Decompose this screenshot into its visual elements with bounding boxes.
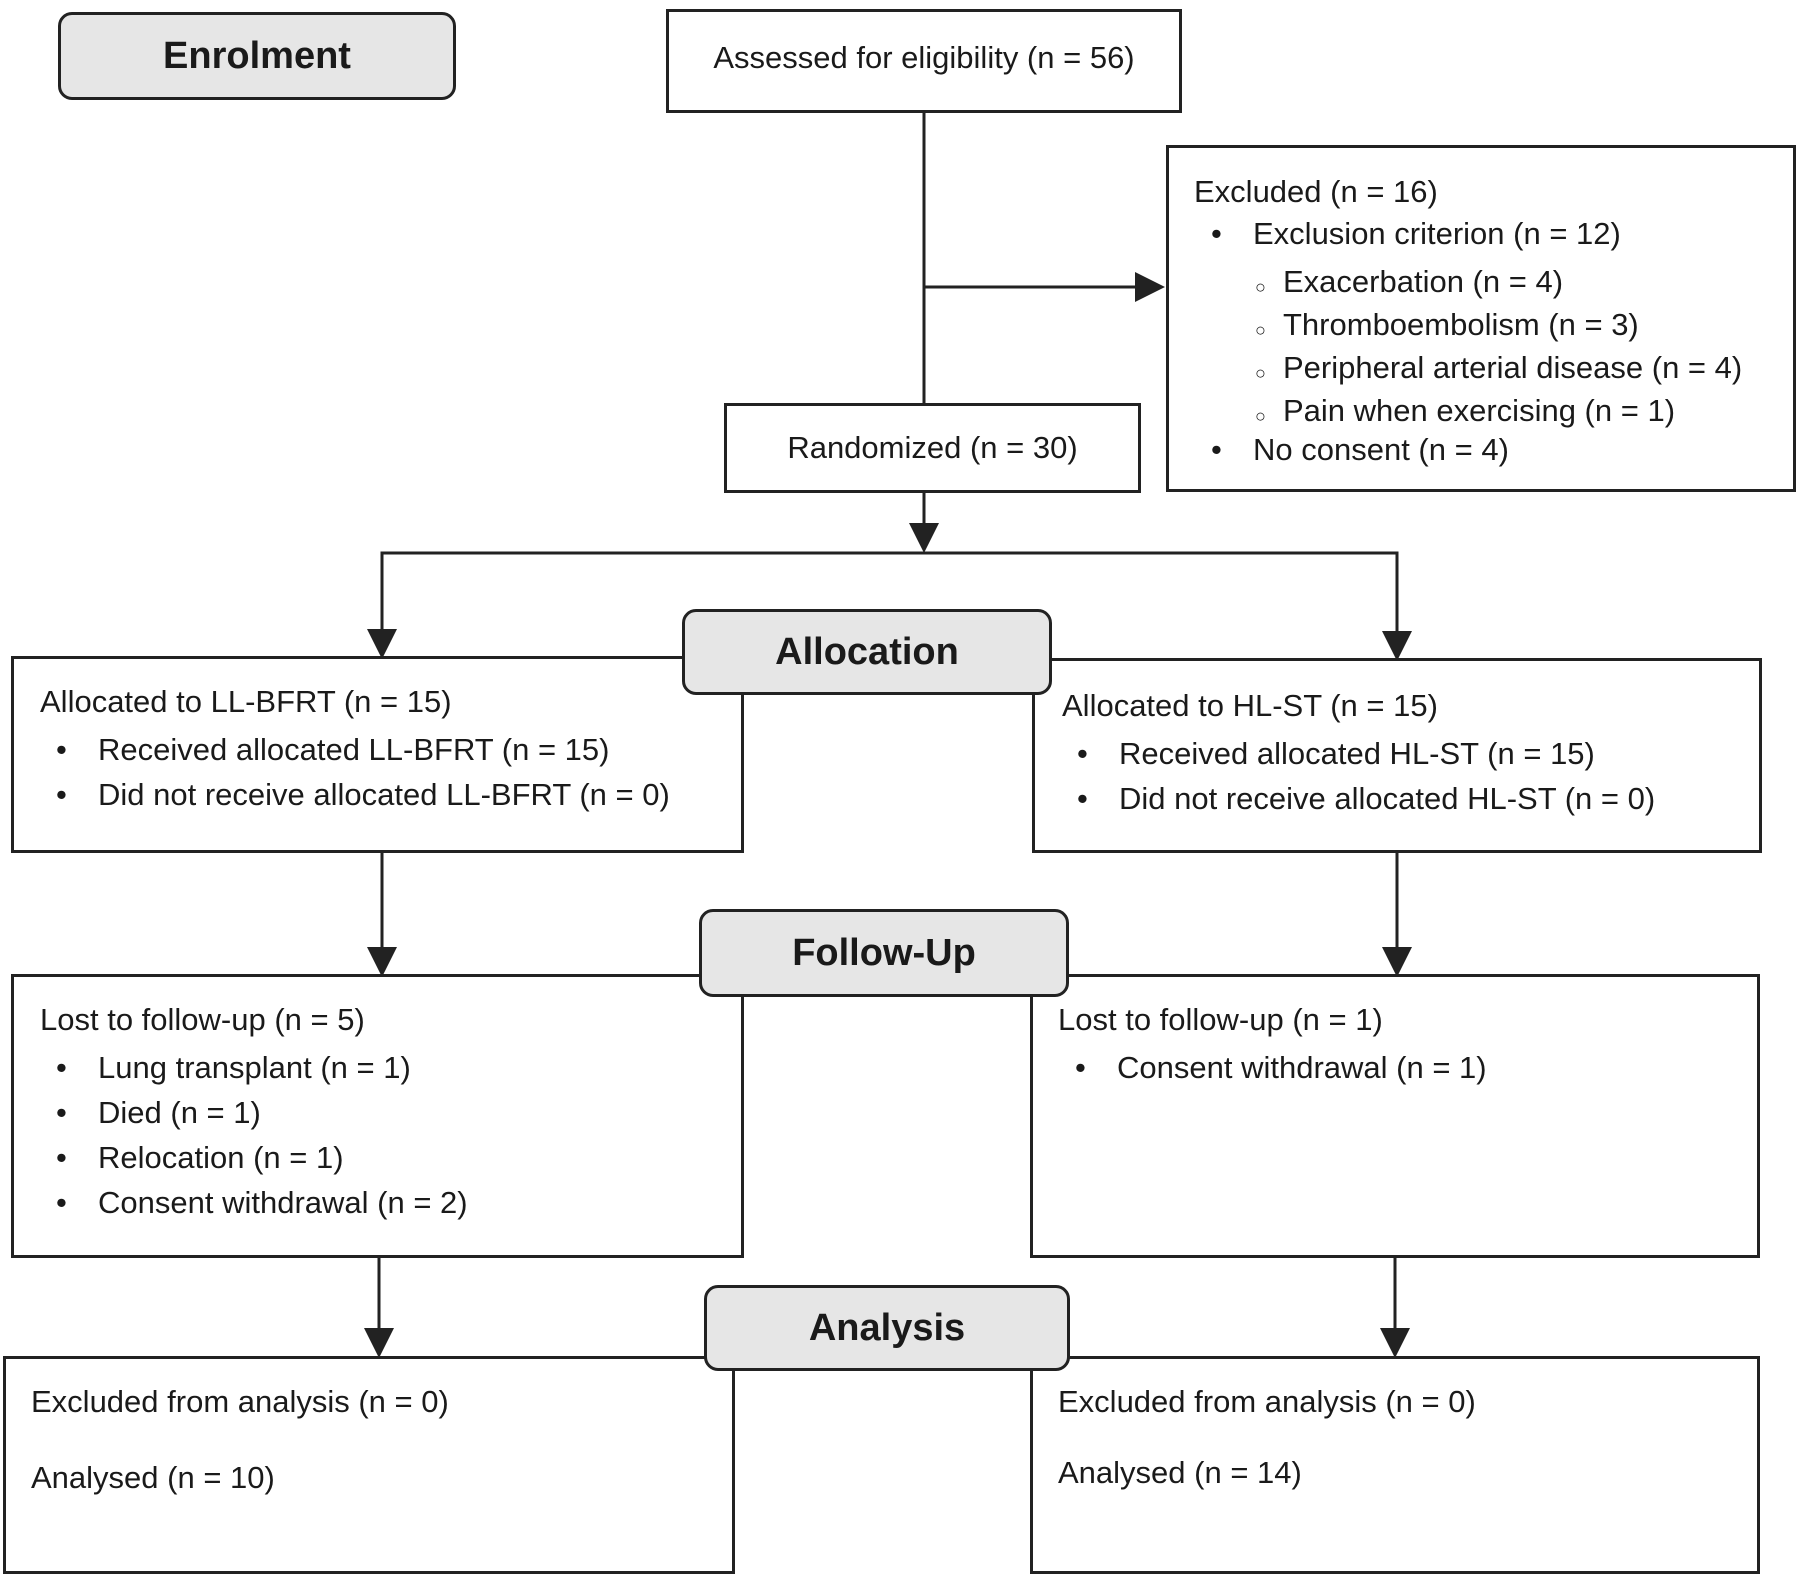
right-lost-title: Lost to follow-up (n = 1) [1058,1002,1383,1037]
left-allocated-list: Received allocated LL-BFRT (n = 15) Did … [56,727,670,817]
right-lost-list: Consent withdrawal (n = 1) [1075,1045,1487,1090]
right-allocated-title: Allocated to HL-ST (n = 15) [1062,688,1438,723]
no-consent: No consent (n = 4) [1253,432,1509,467]
left-relocation: Relocation (n = 1) [98,1140,344,1175]
left-allocation-box: Allocated to LL-BFRT (n = 15) Received a… [11,656,744,853]
stage-analysis: Analysis [704,1285,1070,1371]
right-received: Received allocated HL-ST (n = 15) [1119,736,1595,771]
left-consent-withdrawal: Consent withdrawal (n = 2) [98,1185,468,1220]
right-analysis-box: Excluded from analysis (n = 0) Analysed … [1030,1356,1760,1574]
left-analysed: Analysed (n = 10) [31,1460,275,1495]
stage-enrolment: Enrolment [58,12,456,100]
no-consent-list: No consent (n = 4) [1211,432,1509,468]
left-excluded-analysis: Excluded from analysis (n = 0) [31,1384,449,1419]
left-received: Received allocated LL-BFRT (n = 15) [98,732,610,767]
reason-pain: Pain when exercising (n = 1) [1283,393,1676,428]
line-split-horizontal [380,551,1399,591]
list-item: No consent (n = 4) [1211,432,1509,468]
right-analysed: Analysed (n = 14) [1058,1455,1302,1490]
reason-exacerbation: Exacerbation (n = 4) [1283,264,1564,299]
left-died: Died (n = 1) [98,1095,261,1130]
list-item: Exacerbation (n = 4) [1255,260,1742,309]
left-allocated-title: Allocated to LL-BFRT (n = 15) [40,684,452,719]
list-item: Consent withdrawal (n = 1) [1075,1045,1487,1090]
left-followup-box: Lost to follow-up (n = 5) Lung transplan… [11,974,744,1258]
right-excluded-analysis: Excluded from analysis (n = 0) [1058,1384,1476,1419]
stage-follow-up: Follow-Up [699,909,1069,997]
assessed-text: Assessed for eligibility (n = 56) [713,40,1135,75]
exclusion-criterion: Exclusion criterion (n = 12) [1253,216,1621,251]
list-item: Pain when exercising (n = 1) [1255,389,1742,438]
list-item: Received allocated LL-BFRT (n = 15) [56,727,670,772]
randomized-text: Randomized (n = 30) [787,430,1078,465]
reason-pad: Peripheral arterial disease (n = 4) [1283,350,1743,385]
right-consent-withdrawal: Consent withdrawal (n = 1) [1117,1050,1487,1085]
right-followup-box: Lost to follow-up (n = 1) Consent withdr… [1030,974,1760,1258]
list-item: Did not receive allocated HL-ST (n = 0) [1077,776,1656,821]
excluded-list: Exclusion criterion (n = 12) [1211,216,1621,252]
list-item: Lung transplant (n = 1) [56,1045,468,1090]
list-item: Thromboembolism (n = 3) [1255,303,1742,352]
exclusion-reasons: Exacerbation (n = 4) Thromboembolism (n … [1255,260,1743,438]
reason-thromboembolism: Thromboembolism (n = 3) [1283,307,1639,342]
assessed-box: Assessed for eligibility (n = 56) [666,9,1182,113]
randomized-box: Randomized (n = 30) [724,403,1141,493]
list-item: Died (n = 1) [56,1090,468,1135]
left-lost-title: Lost to follow-up (n = 5) [40,1002,365,1037]
right-allocation-box: Allocated to HL-ST (n = 15) Received all… [1032,658,1762,853]
list-item: Received allocated HL-ST (n = 15) [1077,731,1655,776]
list-item: Peripheral arterial disease (n = 4) [1255,346,1743,395]
excluded-title: Excluded (n = 16) [1194,174,1438,209]
list-item: Exclusion criterion (n = 12) [1211,216,1621,252]
left-analysis-box: Excluded from analysis (n = 0) Analysed … [3,1356,735,1574]
right-not-received: Did not receive allocated HL-ST (n = 0) [1119,781,1656,816]
list-item: Relocation (n = 1) [56,1135,468,1180]
list-item: Did not receive allocated LL-BFRT (n = 0… [56,772,670,817]
left-not-received: Did not receive allocated LL-BFRT (n = 0… [98,777,670,812]
left-lung-transplant: Lung transplant (n = 1) [98,1050,411,1085]
list-item: Consent withdrawal (n = 2) [56,1180,468,1225]
right-allocated-list: Received allocated HL-ST (n = 15) Did no… [1077,731,1656,821]
stage-allocation: Allocation [682,609,1052,695]
excluded-box: Excluded (n = 16) Exclusion criterion (n… [1166,145,1796,492]
left-lost-list: Lung transplant (n = 1) Died (n = 1) Rel… [56,1045,468,1225]
